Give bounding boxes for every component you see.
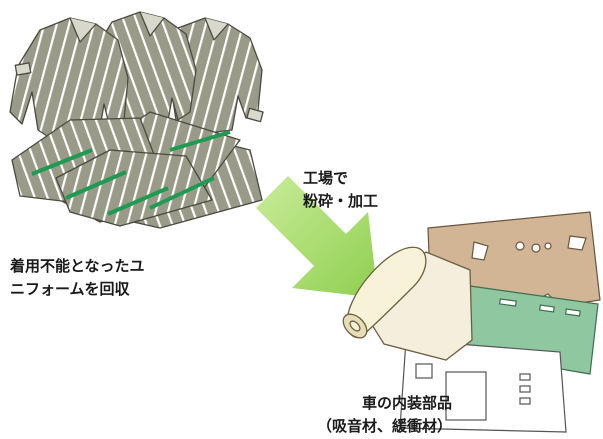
collect-label-line2: ニフォームを回収 xyxy=(10,280,130,298)
product-label-line2: （吸音材、緩衝材） xyxy=(317,417,453,435)
process-label: 工場で 粉砕・加工 xyxy=(303,167,378,213)
felt-roll-icon xyxy=(342,246,473,361)
process-arrow-icon xyxy=(256,176,378,298)
process-label-line2: 粉砕・加工 xyxy=(303,192,379,210)
white-sheet-icon xyxy=(399,339,567,433)
uniform-shirts-icon xyxy=(9,11,264,147)
collect-label: 着用不能となったユ ニフォームを回収 xyxy=(10,255,145,301)
collect-label-line1: 着用不能となったユ xyxy=(10,257,145,275)
product-label: 車の内装部品 （吸音材、緩衝材） xyxy=(317,392,472,438)
product-label-line1: 車の内装部品 xyxy=(361,394,452,412)
uniform-pants-icon xyxy=(11,111,263,229)
process-label-line1: 工場で xyxy=(303,169,349,187)
